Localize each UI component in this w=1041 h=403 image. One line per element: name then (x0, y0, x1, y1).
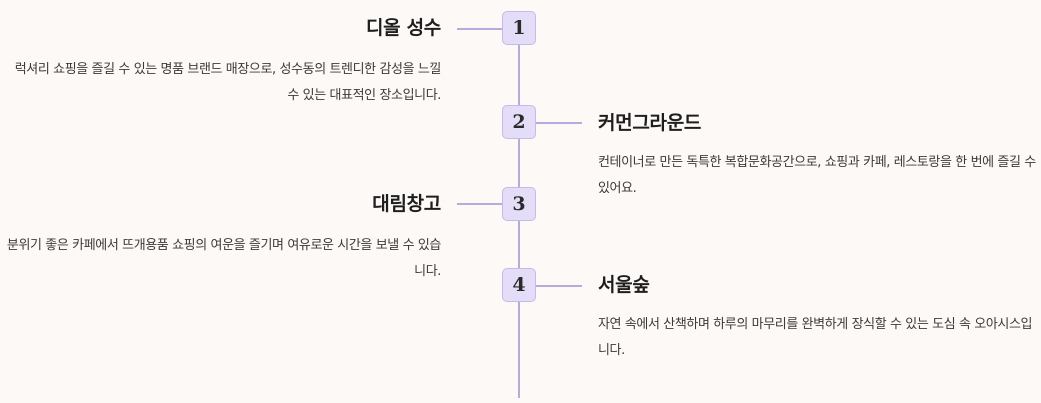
entry-title: 커먼그라운드 (598, 112, 702, 134)
connector-line (457, 203, 502, 205)
entry-description: 분위기 좋은 카페에서 뜨개용품 쇼핑의 여운을 즐기며 여유로운 시간을 보낼… (6, 238, 442, 279)
timeline-entry-4: 서울숲 자연 속에서 산책하며 하루의 마무리를 완벽하게 장식할 수 있는 도… (598, 272, 1038, 364)
step-number-badge: 4 (502, 268, 536, 302)
connector-line (536, 285, 582, 287)
step-number-badge: 3 (502, 187, 536, 221)
connector-line (536, 122, 582, 124)
step-number-badge: 1 (502, 11, 536, 45)
timeline-entry-1: 디올 성수 럭셔리 쇼핑을 즐길 수 있는 명품 브랜드 매장으로, 성수동의 … (0, 15, 442, 109)
entry-title: 서울숲 (598, 274, 650, 296)
step-number-badge: 2 (502, 105, 536, 139)
entry-description: 컨테이너로 만든 독특한 복합문화공간으로, 쇼핑과 카페, 레스토랑을 한 번… (598, 155, 1036, 196)
entry-title: 디올 성수 (365, 17, 441, 39)
entry-description: 럭셔리 쇼핑을 즐길 수 있는 명품 브랜드 매장으로, 성수동의 트렌디한 감… (14, 62, 442, 103)
timeline-entry-3: 대림창고 분위기 좋은 카페에서 뜨개용품 쇼핑의 여운을 즐기며 여유로운 시… (0, 191, 442, 285)
timeline-entry-2: 커먼그라운드 컨테이너로 만든 독특한 복합문화공간으로, 쇼핑과 카페, 레스… (598, 110, 1038, 202)
connector-line (457, 28, 502, 30)
entry-title: 대림창고 (372, 193, 441, 215)
entry-description: 자연 속에서 산책하며 하루의 마무리를 완벽하게 장식할 수 있는 도심 속 … (598, 317, 1033, 358)
